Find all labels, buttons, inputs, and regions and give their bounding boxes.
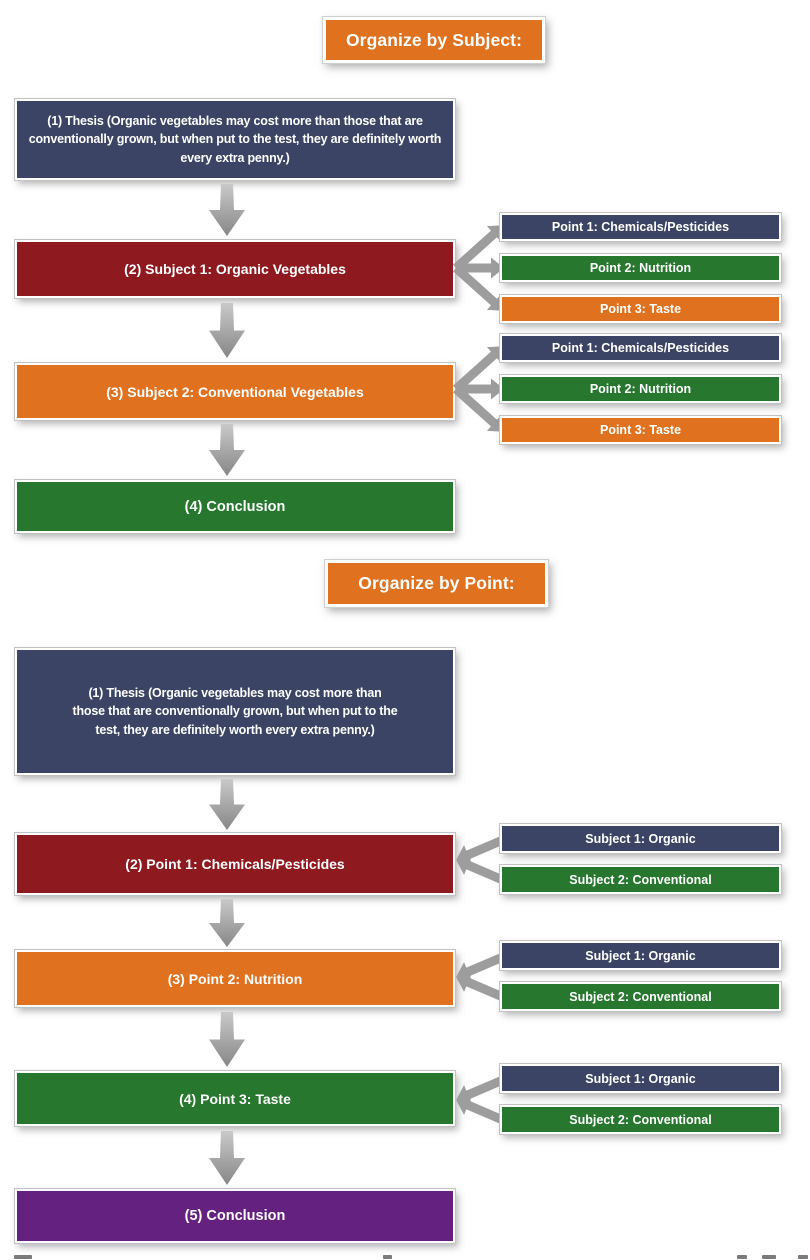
branch-subject2-box: Subject 2: Conventional xyxy=(500,865,781,894)
cropped-text-fragment xyxy=(762,1255,776,1259)
point1-box: (2) Point 1: Chemicals/Pesticides xyxy=(15,833,455,895)
branch-point3-box: Point 3: Taste xyxy=(500,295,781,323)
down-arrow-icon xyxy=(209,779,245,830)
fan-arrows-icon xyxy=(452,225,504,311)
down-arrow-icon xyxy=(209,899,245,947)
cropped-text-fragment xyxy=(737,1255,747,1259)
branch-point2-box: Point 2: Nutrition xyxy=(500,254,781,282)
point2-box: (3) Point 2: Nutrition xyxy=(15,950,455,1007)
subject1-box: (2) Subject 1: Organic Vegetables xyxy=(15,240,455,298)
down-arrow-icon xyxy=(209,303,245,358)
down-arrow-icon xyxy=(209,424,245,476)
cropped-text-fragment xyxy=(383,1255,392,1259)
branch-subject2-box: Subject 2: Conventional xyxy=(500,982,781,1011)
branch-point2-box: Point 2: Nutrition xyxy=(500,375,781,403)
conclusion-box: (5) Conclusion xyxy=(15,1189,455,1243)
diagram-title: Organize by Point: xyxy=(325,560,548,607)
fan-arrows-icon xyxy=(452,346,504,432)
subject2-box: (3) Subject 2: Conventional Vegetables xyxy=(15,363,455,420)
converge-arrows-icon xyxy=(456,1075,506,1125)
thesis-box: (1) Thesis (Organic vegetables may cost … xyxy=(15,648,455,775)
diagram-title: Organize by Subject: xyxy=(323,17,545,63)
branch-subject1-box: Subject 1: Organic xyxy=(500,941,781,970)
branch-point3-box: Point 3: Taste xyxy=(500,416,781,444)
thesis-box: (1) Thesis (Organic vegetables may cost … xyxy=(15,99,455,180)
down-arrow-icon xyxy=(209,184,245,236)
branch-point1-box: Point 1: Chemicals/Pesticides xyxy=(500,213,781,241)
converge-arrows-icon xyxy=(456,835,506,885)
converge-arrows-icon xyxy=(456,952,506,1002)
conclusion-box: (4) Conclusion xyxy=(15,480,455,533)
point3-box: (4) Point 3: Taste xyxy=(15,1071,455,1126)
branch-point1-box: Point 1: Chemicals/Pesticides xyxy=(500,334,781,362)
down-arrow-icon xyxy=(209,1012,245,1067)
branch-subject2-box: Subject 2: Conventional xyxy=(500,1105,781,1134)
branch-subject1-box: Subject 1: Organic xyxy=(500,824,781,853)
cropped-text-fragment xyxy=(798,1255,808,1259)
cropped-text-fragment xyxy=(14,1255,32,1259)
branch-subject1-box: Subject 1: Organic xyxy=(500,1064,781,1093)
down-arrow-icon xyxy=(209,1131,245,1185)
